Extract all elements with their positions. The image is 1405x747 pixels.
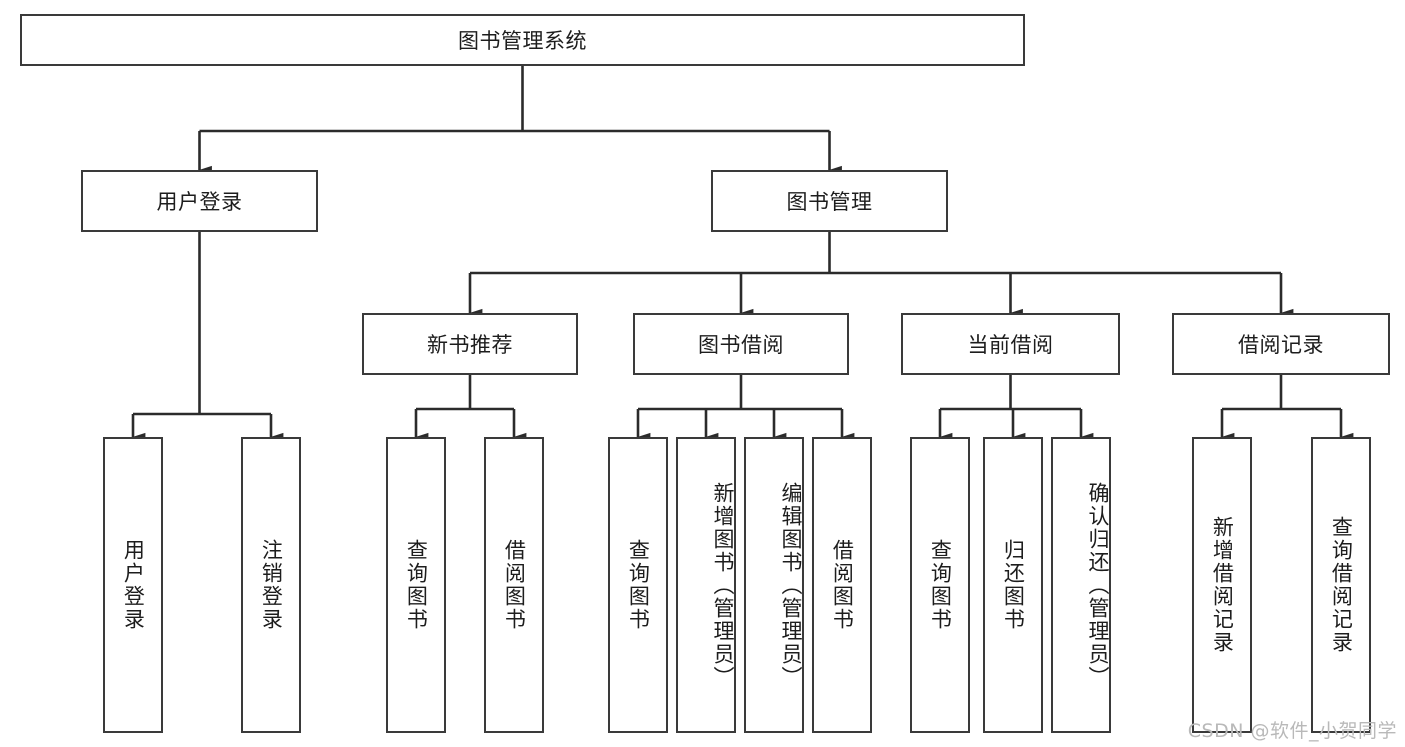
- node-label: 当前借阅: [967, 333, 1054, 357]
- node-leaf-query-book-rec[interactable]: 查询图书: [386, 437, 446, 733]
- node-label: 查询借阅记录: [1329, 516, 1354, 654]
- watermark-text: CSDN @软件_小贺同学: [1187, 720, 1397, 742]
- node-leaf-user-login[interactable]: 用户登录: [103, 437, 163, 733]
- node-label: 查询图书: [928, 539, 953, 631]
- node-label: 新增借阅记录: [1210, 516, 1235, 654]
- node-leaf-logout[interactable]: 注销登录: [241, 437, 301, 733]
- node-leaf-confirm-return[interactable]: 确认归还（管理员）: [1051, 437, 1111, 733]
- node-label: 借阅记录: [1238, 333, 1324, 357]
- node-leaf-query-record[interactable]: 查询借阅记录: [1311, 437, 1371, 733]
- node-label: 编辑图书（管理员）: [779, 481, 803, 689]
- node-label: 借阅图书: [502, 539, 527, 631]
- node-book-borrow[interactable]: 图书借阅: [633, 313, 849, 375]
- node-current-borrow[interactable]: 当前借阅: [901, 313, 1120, 375]
- node-root[interactable]: 图书管理系统: [20, 14, 1025, 66]
- node-label: 确认归还（管理员）: [1086, 481, 1110, 689]
- node-label: 用户登录: [121, 539, 146, 631]
- node-label: 用户登录: [156, 190, 243, 214]
- node-leaf-return-book[interactable]: 归还图书: [983, 437, 1043, 733]
- node-new-book-rec[interactable]: 新书推荐: [362, 313, 578, 375]
- node-leaf-query-book-cur[interactable]: 查询图书: [910, 437, 970, 733]
- node-label: 图书借阅: [698, 333, 784, 357]
- node-leaf-add-record[interactable]: 新增借阅记录: [1192, 437, 1252, 733]
- node-borrow-record[interactable]: 借阅记录: [1172, 313, 1390, 375]
- node-label: 新增图书（管理员）: [711, 481, 735, 689]
- node-label: 查询图书: [404, 539, 429, 631]
- node-leaf-add-book[interactable]: 新增图书（管理员）: [676, 437, 736, 733]
- node-label: 查询图书: [626, 539, 651, 631]
- node-label: 归还图书: [1001, 539, 1026, 631]
- node-label: 注销登录: [259, 539, 284, 631]
- node-label: 借阅图书: [830, 539, 855, 631]
- node-leaf-query-book[interactable]: 查询图书: [608, 437, 668, 733]
- node-leaf-borrow-book-rec[interactable]: 借阅图书: [484, 437, 544, 733]
- node-book-manage[interactable]: 图书管理: [711, 170, 948, 232]
- node-user-login[interactable]: 用户登录: [81, 170, 318, 232]
- node-label: 图书管理: [786, 190, 873, 214]
- node-leaf-edit-book[interactable]: 编辑图书（管理员）: [744, 437, 804, 733]
- node-label: 新书推荐: [427, 333, 513, 357]
- node-leaf-borrow-book[interactable]: 借阅图书: [812, 437, 872, 733]
- node-label: 图书管理系统: [458, 29, 587, 53]
